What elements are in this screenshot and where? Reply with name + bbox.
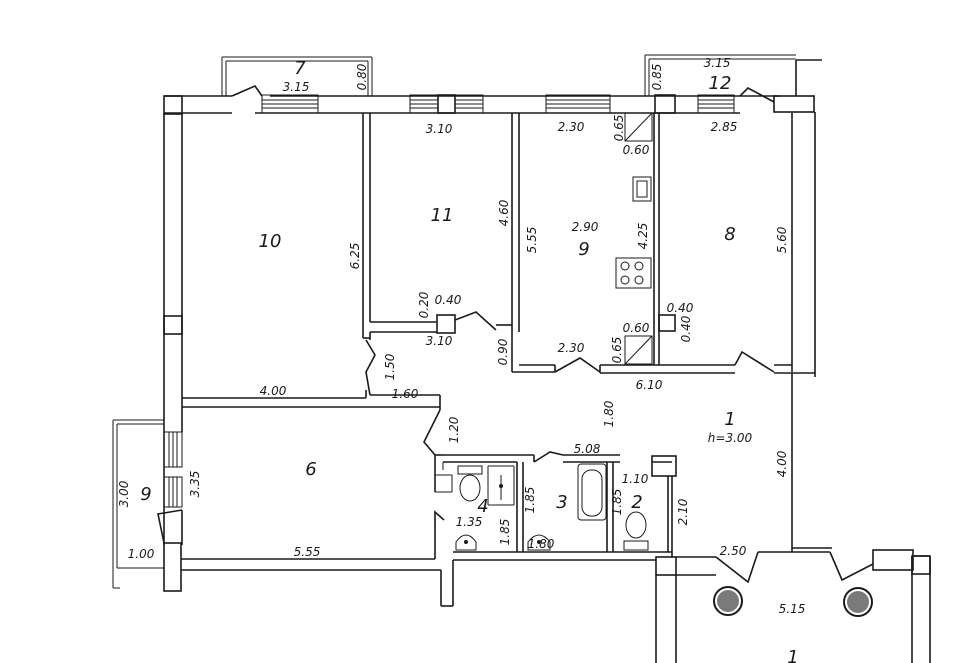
dimension-label: 1.50	[383, 353, 397, 380]
dimension-label: 1.20	[447, 416, 461, 443]
column-icon-left	[713, 586, 743, 616]
balconies	[112, 54, 796, 589]
window-room12	[697, 94, 735, 114]
dimension-label: 1.00	[128, 547, 155, 561]
dimension-label: 5.55	[294, 545, 321, 559]
dimension-label: 1.10	[622, 472, 649, 486]
doors	[157, 85, 874, 584]
dimension-label: 2.10	[676, 498, 690, 525]
room-label: 11	[431, 205, 454, 226]
dimension-label: 0.40	[679, 315, 693, 342]
dimension-label: 1.85	[498, 519, 512, 546]
room-label: 6	[305, 459, 316, 480]
window-room5-a	[163, 431, 183, 468]
room-label: 10	[259, 231, 282, 252]
room-label: 4	[477, 496, 488, 517]
dimension-label: 3.10	[426, 122, 453, 136]
dimension-label: 0.85	[650, 64, 664, 91]
dimension-label: 1.60	[392, 387, 419, 401]
window-room7-a	[409, 94, 439, 114]
dimension-label: 6.25	[348, 243, 362, 270]
dimension-label: 5.60	[775, 226, 789, 253]
vent-shaft-bottom	[624, 335, 653, 365]
dimension-label: 6.10	[636, 378, 663, 392]
dimension-label: 3.15	[704, 56, 731, 70]
windows	[163, 94, 735, 508]
washbasin-icon-room3	[527, 534, 551, 551]
toilet-icon-room4	[457, 465, 483, 502]
dimension-label: 0.60	[623, 321, 650, 335]
window-room5-b	[163, 476, 183, 508]
dimension-label: 1.80	[602, 400, 616, 427]
window-room6	[261, 94, 319, 114]
dimension-label: 2.90	[572, 220, 599, 234]
dimension-label: 4.00	[260, 384, 287, 398]
dimension-label: 5.55	[525, 227, 539, 254]
dimension-label: 3.10	[426, 334, 453, 348]
dimension-label: 0.90	[496, 338, 510, 365]
dimension-label: 2.30	[558, 341, 585, 355]
room-labels: 7 12 10 11 9 8 1 h=3.00 6 9 4 3 2 1	[140, 58, 798, 663]
room-label: 1	[787, 647, 798, 663]
room-label: 9	[140, 484, 151, 505]
dimension-label: 4.25	[636, 223, 650, 250]
dimension-label: 1.35	[456, 515, 483, 529]
dimension-label: 3.15	[283, 80, 310, 94]
walls	[163, 59, 931, 663]
room-label: 1	[724, 409, 735, 430]
dimension-label: 1.85	[523, 487, 537, 514]
dimension-label: 0.20	[417, 291, 431, 318]
dimension-label: 0.80	[355, 63, 369, 90]
room-label: 3	[556, 492, 567, 513]
bathtub-icon	[577, 463, 607, 521]
room-label: 2	[631, 492, 642, 513]
stove-icon	[615, 257, 652, 289]
dimension-label: 5.15	[779, 602, 806, 616]
dimension-label: 0.65	[612, 115, 626, 142]
room-label: 9	[578, 239, 589, 260]
room-label: 7	[294, 58, 306, 79]
window-room7-b	[454, 94, 484, 114]
dimension-label: 3.00	[117, 480, 131, 507]
dimension-label: 2.50	[720, 544, 747, 558]
dimension-label: 0.40	[435, 293, 462, 307]
dimension-label: 1.80	[528, 537, 555, 551]
dimension-label: 0.60	[623, 143, 650, 157]
dimension-label: 2.85	[711, 120, 738, 134]
column-icon-right	[843, 587, 873, 617]
room-label: 8	[724, 224, 735, 245]
dimension-label: 4.60	[497, 199, 511, 226]
vent-shaft-top	[624, 112, 653, 142]
toilet-icon-room2	[623, 511, 649, 551]
dimension-label: 2.30	[558, 120, 585, 134]
dimension-label: 1.85	[610, 489, 624, 516]
washbasin-icon-room4	[455, 534, 477, 551]
dimension-label: 4.00	[775, 450, 789, 477]
window-room8	[545, 94, 611, 114]
fixtures	[455, 112, 873, 617]
dimension-label: 3.35	[188, 471, 202, 498]
room-height: h=3.00	[708, 431, 753, 445]
dimension-labels: 3.15 0.80 3.15 0.85 3.10 2.30 0.65 0.60 …	[117, 56, 805, 616]
dimension-label: 5.08	[574, 442, 601, 456]
dimension-label: 0.65	[610, 337, 624, 364]
sink-icon	[632, 176, 652, 202]
dimension-label: 0.40	[667, 301, 694, 315]
room-label: 12	[709, 73, 732, 94]
